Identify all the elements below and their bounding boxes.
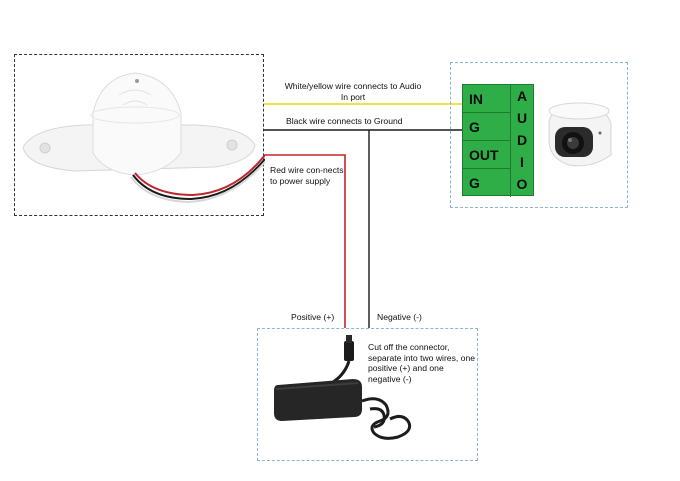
- camera-panel: [450, 62, 628, 208]
- microphone-icon: [22, 72, 265, 204]
- power-adapter-icon: [274, 335, 412, 440]
- negative-label: Negative (-): [377, 312, 422, 322]
- cut-connector-instruction: Cut off the connector, separate into two…: [368, 342, 476, 384]
- red-wire: [264, 154, 346, 328]
- red-wire-label: Red wire con-nects to power supply: [270, 165, 344, 186]
- pin-out: OUT: [463, 141, 511, 169]
- microphone-panel: [14, 54, 265, 216]
- audio-letter: O: [516, 176, 528, 192]
- positive-label: Positive (+): [291, 312, 335, 322]
- audio-letter: A: [516, 88, 528, 104]
- power-supply-panel: [257, 328, 478, 461]
- audio-label: A U D I O: [511, 85, 533, 195]
- yellow-wire-label: White/yellow wire connects to Audio In p…: [284, 81, 422, 102]
- pin-in: IN: [463, 85, 511, 113]
- audio-letter: I: [520, 154, 524, 170]
- audio-terminal-block: IN G OUT G A U D I O: [462, 84, 534, 197]
- dome-camera-icon: [548, 102, 612, 167]
- audio-letter: U: [516, 110, 528, 126]
- black-wire-label: Black wire connects to Ground: [286, 116, 403, 126]
- audio-letter: D: [516, 132, 528, 148]
- pin-ground-1: G: [463, 113, 511, 141]
- pin-ground-2: G: [463, 169, 511, 197]
